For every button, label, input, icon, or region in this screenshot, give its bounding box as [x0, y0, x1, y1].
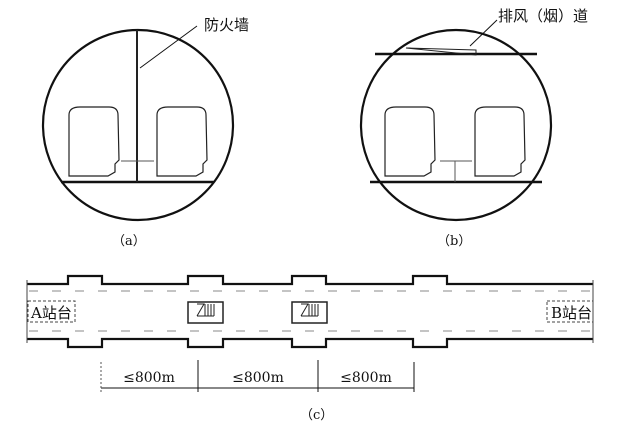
cross-passage-stair-1	[187, 301, 224, 324]
panel-b-label: （b）	[437, 234, 471, 249]
panel-c-plan: A站台 B站台 ≤800m ≤800m ≤800m （c）	[26, 274, 594, 423]
dimension-label-1: ≤800m	[123, 370, 175, 386]
dimension-label-2: ≤800m	[232, 370, 284, 386]
station-b-box	[546, 300, 594, 323]
callout-leader	[139, 25, 198, 69]
station-b-label: B站台	[551, 304, 592, 322]
tunnel-top-wall	[27, 274, 593, 286]
fire-wall-label: 防火墙	[204, 16, 249, 34]
dimension-line	[100, 360, 415, 392]
duct-marker	[405, 47, 477, 56]
station-a-box	[27, 300, 76, 323]
tunnel-bottom-wall	[27, 337, 593, 349]
train-right	[156, 106, 208, 177]
callout-leader	[469, 19, 498, 47]
tunnel-circle	[359, 28, 553, 222]
panel-b-cross-section: 排风（烟）道 （b）	[359, 7, 588, 249]
panel-a-cross-section: 防火墙 （a）	[41, 16, 249, 249]
exhaust-duct-label: 排风（烟）道	[498, 7, 588, 25]
cross-passage-stair-2	[291, 301, 328, 324]
panel-a-label: （a）	[112, 234, 146, 249]
dimension-label-3: ≤800m	[340, 370, 392, 386]
panel-c-label: （c）	[300, 408, 333, 423]
train-left	[384, 106, 436, 177]
station-a-label: A站台	[30, 304, 72, 322]
train-left	[68, 106, 120, 177]
train-right	[474, 106, 526, 177]
